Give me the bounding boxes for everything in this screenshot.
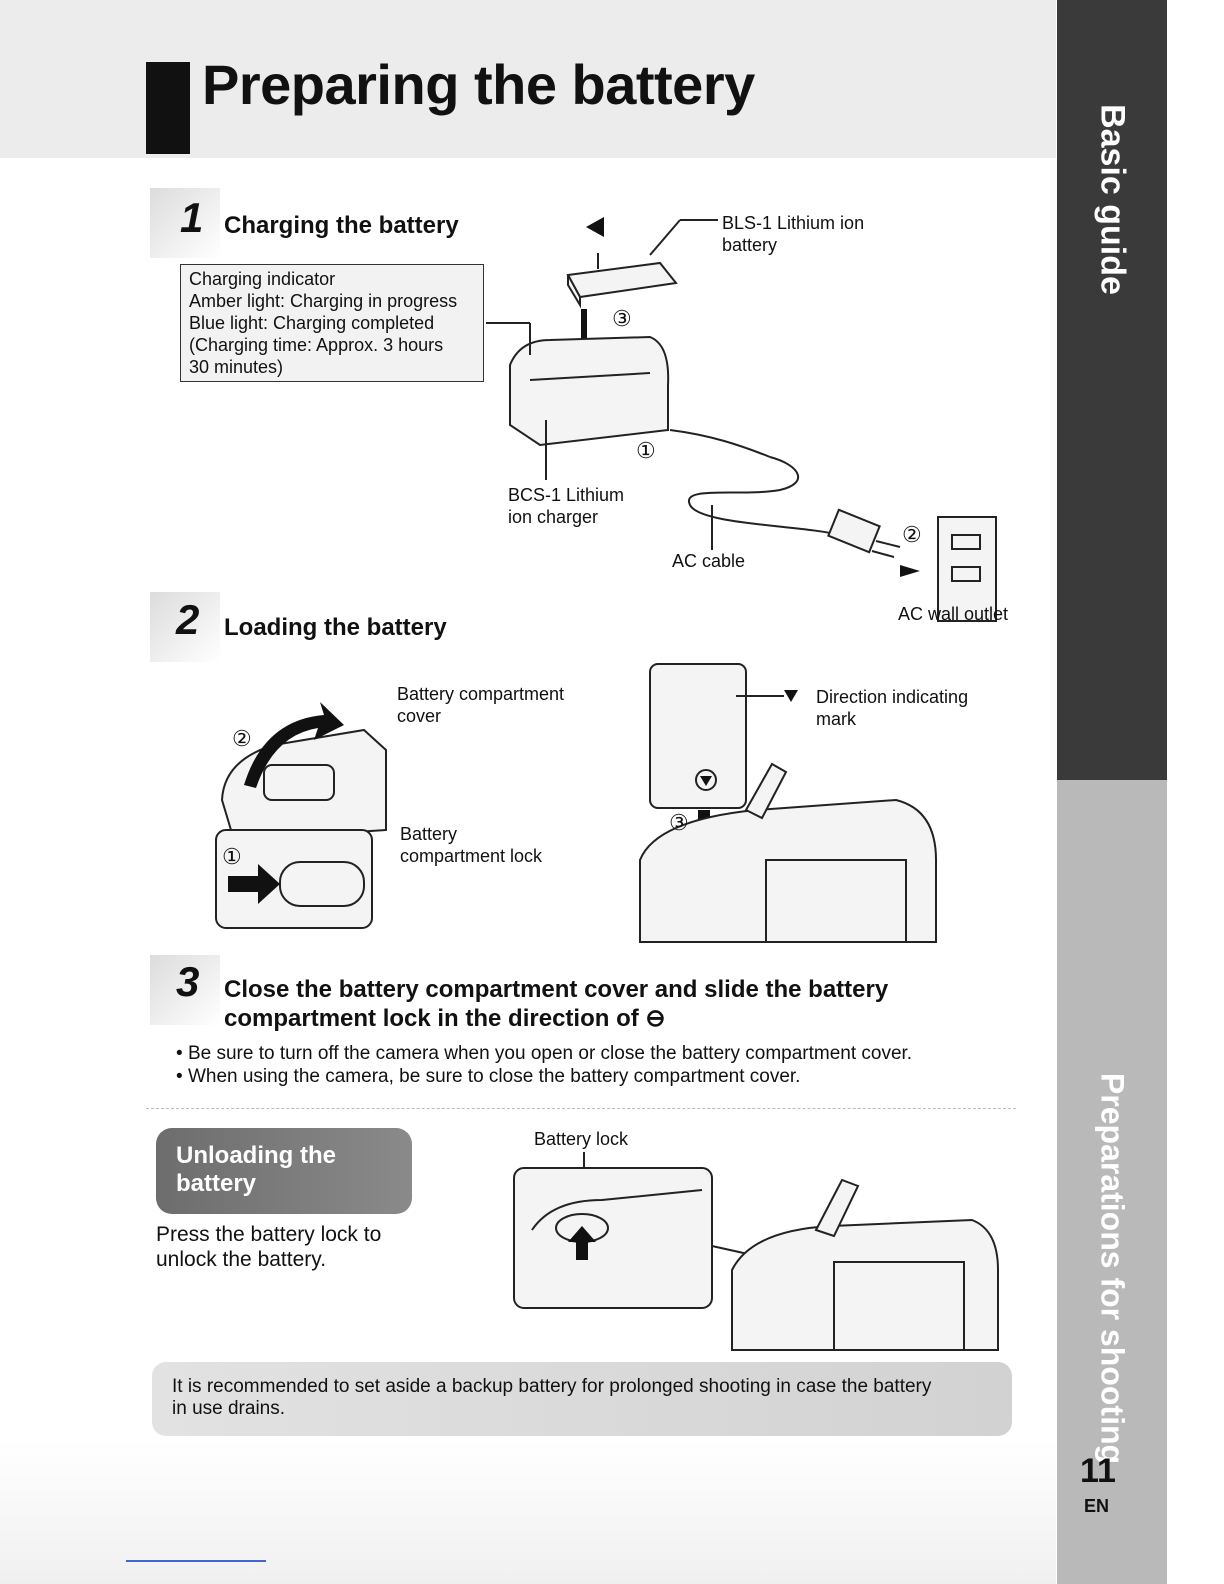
charger-illustration <box>486 217 997 622</box>
tip-line: in use drains. <box>172 1398 286 1419</box>
battery-label-line: BLS-1 Lithium ion <box>722 213 865 233</box>
step-3-shade <box>150 955 220 1025</box>
step-1-number: 1 <box>180 194 204 241</box>
side-tab-preparations: Preparations for shooting <box>1057 780 1167 1584</box>
instruction-line: Press the battery lock to <box>156 1223 382 1246</box>
indicator-line: Blue light: Charging completed <box>189 313 435 333</box>
badge-line: Unloading the <box>176 1142 336 1169</box>
indicator-line: 30 minutes) <box>189 357 284 377</box>
bullet-item: • When using the camera, be sure to clos… <box>176 1066 801 1087</box>
battery-label-line: battery <box>722 235 778 255</box>
lock-label-line: compartment lock <box>400 846 543 866</box>
lock-label: Battery compartment lock <box>400 823 542 867</box>
unloading-instructions: Press the battery lock to unlock the bat… <box>156 1222 381 1272</box>
indicator-line: Charging indicator <box>189 269 336 289</box>
indicator-line: Amber light: Charging in progress <box>189 291 458 311</box>
step-2-shade <box>150 592 220 662</box>
side-tab-label: Preparations for shooting <box>1094 1072 1131 1465</box>
indicator-line: (Charging time: Approx. 3 hours <box>189 335 444 355</box>
cover-illustration <box>215 702 387 929</box>
charger-label: BCS-1 Lithium ion charger <box>508 484 624 528</box>
lock-label-line: Battery <box>400 824 458 844</box>
insert-battery-illustration <box>639 663 937 943</box>
step-1-title: Charging the battery <box>224 212 459 239</box>
battery-lock-label: Battery lock <box>534 1129 629 1149</box>
step-3-title-line-1: Close the battery compartment cover and … <box>224 976 889 1003</box>
bullet-text: Be sure to turn off the camera when you … <box>187 1043 913 1064</box>
ac-cable-label: AC cable <box>672 551 746 571</box>
badge-line: battery <box>176 1170 257 1197</box>
charging-indicator-box: Charging indicator Amber light: Charging… <box>180 264 484 382</box>
charger-label-line: BCS-1 Lithium <box>508 485 625 505</box>
step-2-title: Loading the battery <box>224 614 447 641</box>
bullet-text: When using the camera, be sure to close … <box>187 1066 801 1087</box>
section-divider <box>146 1108 1016 1109</box>
step-3-title-line-2: compartment lock in the direction of ⊖ <box>224 1005 666 1032</box>
marker-2: ② <box>902 522 922 547</box>
unloading-badge: Unloading the battery <box>156 1128 412 1214</box>
cover-label: Battery compartment cover <box>397 683 564 727</box>
page-number: 11 <box>1080 1452 1116 1490</box>
step-2-number: 2 <box>176 596 200 643</box>
mark-label-line: Direction indicating <box>816 687 969 707</box>
battery-label: BLS-1 Lithium ion battery <box>722 212 864 256</box>
tip-line: It is recommended to set aside a backup … <box>172 1376 932 1397</box>
instruction-line: unlock the battery. <box>156 1248 327 1271</box>
footer-band <box>0 1440 1056 1584</box>
side-tab-label: Basic guide <box>1093 104 1132 295</box>
lock-marker-1: ① <box>222 844 242 869</box>
mark-label: Direction indicating mark <box>816 686 968 730</box>
insert-marker-3: ③ <box>669 810 689 835</box>
title-bar-marker <box>146 62 190 154</box>
marker-3: ③ <box>612 306 632 331</box>
footer-line <box>126 1560 266 1562</box>
cover-label-line: cover <box>397 706 442 726</box>
step-3-number: 3 <box>176 958 200 1005</box>
tip-box: It is recommended to set aside a backup … <box>152 1362 1012 1436</box>
mark-label-line: mark <box>816 709 856 729</box>
unload-illustration <box>513 1152 999 1351</box>
cover-marker-2: ② <box>232 726 252 751</box>
step-1-shade <box>150 188 220 258</box>
marker-1: ① <box>636 438 656 463</box>
side-tab-basic-guide: Basic guide <box>1057 0 1167 780</box>
page-title: Preparing the battery <box>202 53 755 116</box>
cover-label-line: Battery compartment <box>397 684 565 704</box>
bullet-item: • Be sure to turn off the camera when yo… <box>176 1043 913 1064</box>
charger-label-line: ion charger <box>508 507 599 527</box>
page-language: EN <box>1084 1496 1110 1516</box>
ac-outlet-label: AC wall outlet <box>898 604 1009 624</box>
